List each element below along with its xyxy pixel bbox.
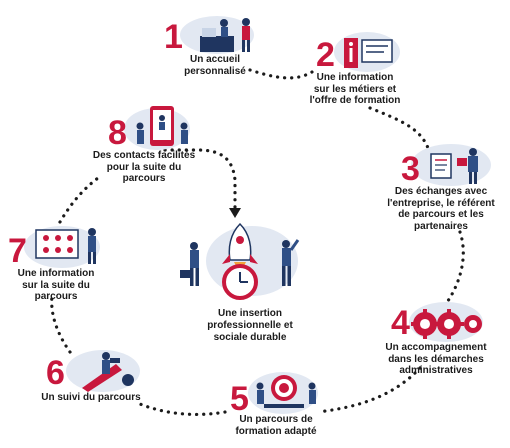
step-4-number: 4 (391, 304, 410, 342)
info-board-icon (344, 38, 393, 68)
arrow-head-icon (229, 208, 241, 218)
connector-4-5 (316, 366, 422, 414)
step-2-number: 2 (316, 36, 335, 74)
connector-5-6 (138, 402, 227, 417)
connector-2-3 (368, 106, 430, 150)
step-6-number: 6 (46, 354, 65, 392)
step-2: 2 Une information sur les métiers et l'o… (300, 28, 410, 107)
step-4: 4 (368, 300, 504, 377)
step-5-number: 5 (230, 380, 249, 418)
step-3: 3 Des échanges avec l'entreprise, le réf… (375, 140, 507, 232)
step-7-label: Une information sur la suite du parcours (17, 268, 95, 302)
step-1-label: Un accueil personnalisé (184, 54, 246, 77)
step-5-label: Un parcours de formation adapté (235, 414, 317, 437)
step-4-label: Un accompagnement dans les démarches adm… (385, 342, 487, 376)
gears-icon (411, 309, 482, 339)
step-3-number: 3 (401, 150, 420, 188)
documents-exchange-icon (430, 148, 478, 184)
step-8-number: 8 (108, 114, 127, 152)
connector-3-4 (443, 230, 465, 307)
step-7: 7 Une information sur la suite du parcou… (2, 222, 110, 303)
center-illustration (168, 216, 328, 306)
step-2-label: Une information sur les métiers et l'off… (309, 72, 401, 106)
step-6-illustration: 6 (36, 346, 146, 392)
step-7-illustration: 7 (6, 222, 106, 268)
step-1-number: 1 (164, 18, 183, 56)
dashboard-icon (35, 228, 96, 264)
step-6: 6 Un suivi du parcours (36, 346, 146, 404)
step-3-illustration: 3 (381, 140, 501, 186)
rocket-clock-icon (180, 222, 300, 300)
reception-desk-icon (200, 18, 250, 52)
step-8-label: Des contacts facilités pour la suite du … (92, 150, 196, 184)
step-2-illustration: 2 (300, 28, 410, 72)
step-1: 1 Un accueil personnalisé (160, 8, 270, 77)
step-6-label: Un suivi du parcours (41, 392, 141, 403)
step-5: 5 Un parcours de formation adapté (226, 370, 326, 437)
binoculars-icon (82, 352, 134, 392)
step-1-illustration: 1 (160, 8, 270, 54)
target-icon (256, 375, 316, 408)
step-4-illustration: 4 (381, 300, 491, 342)
connector-8-center (163, 148, 237, 212)
step-8: 8 Des contacts facilités pour la suite d… (82, 104, 206, 185)
step-3-label: Des échanges avec l'entreprise, le référ… (387, 186, 495, 232)
connector-1-2 (248, 68, 314, 80)
phone-contacts-icon (136, 106, 188, 146)
step-7-number: 7 (8, 232, 27, 270)
step-8-illustration: 8 (94, 104, 194, 150)
step-5-illustration: 5 (226, 370, 326, 418)
connector-7-8 (58, 176, 100, 224)
center-label: Une insertion professionnelle et sociale… (207, 308, 293, 343)
connector-6-7 (50, 294, 72, 354)
